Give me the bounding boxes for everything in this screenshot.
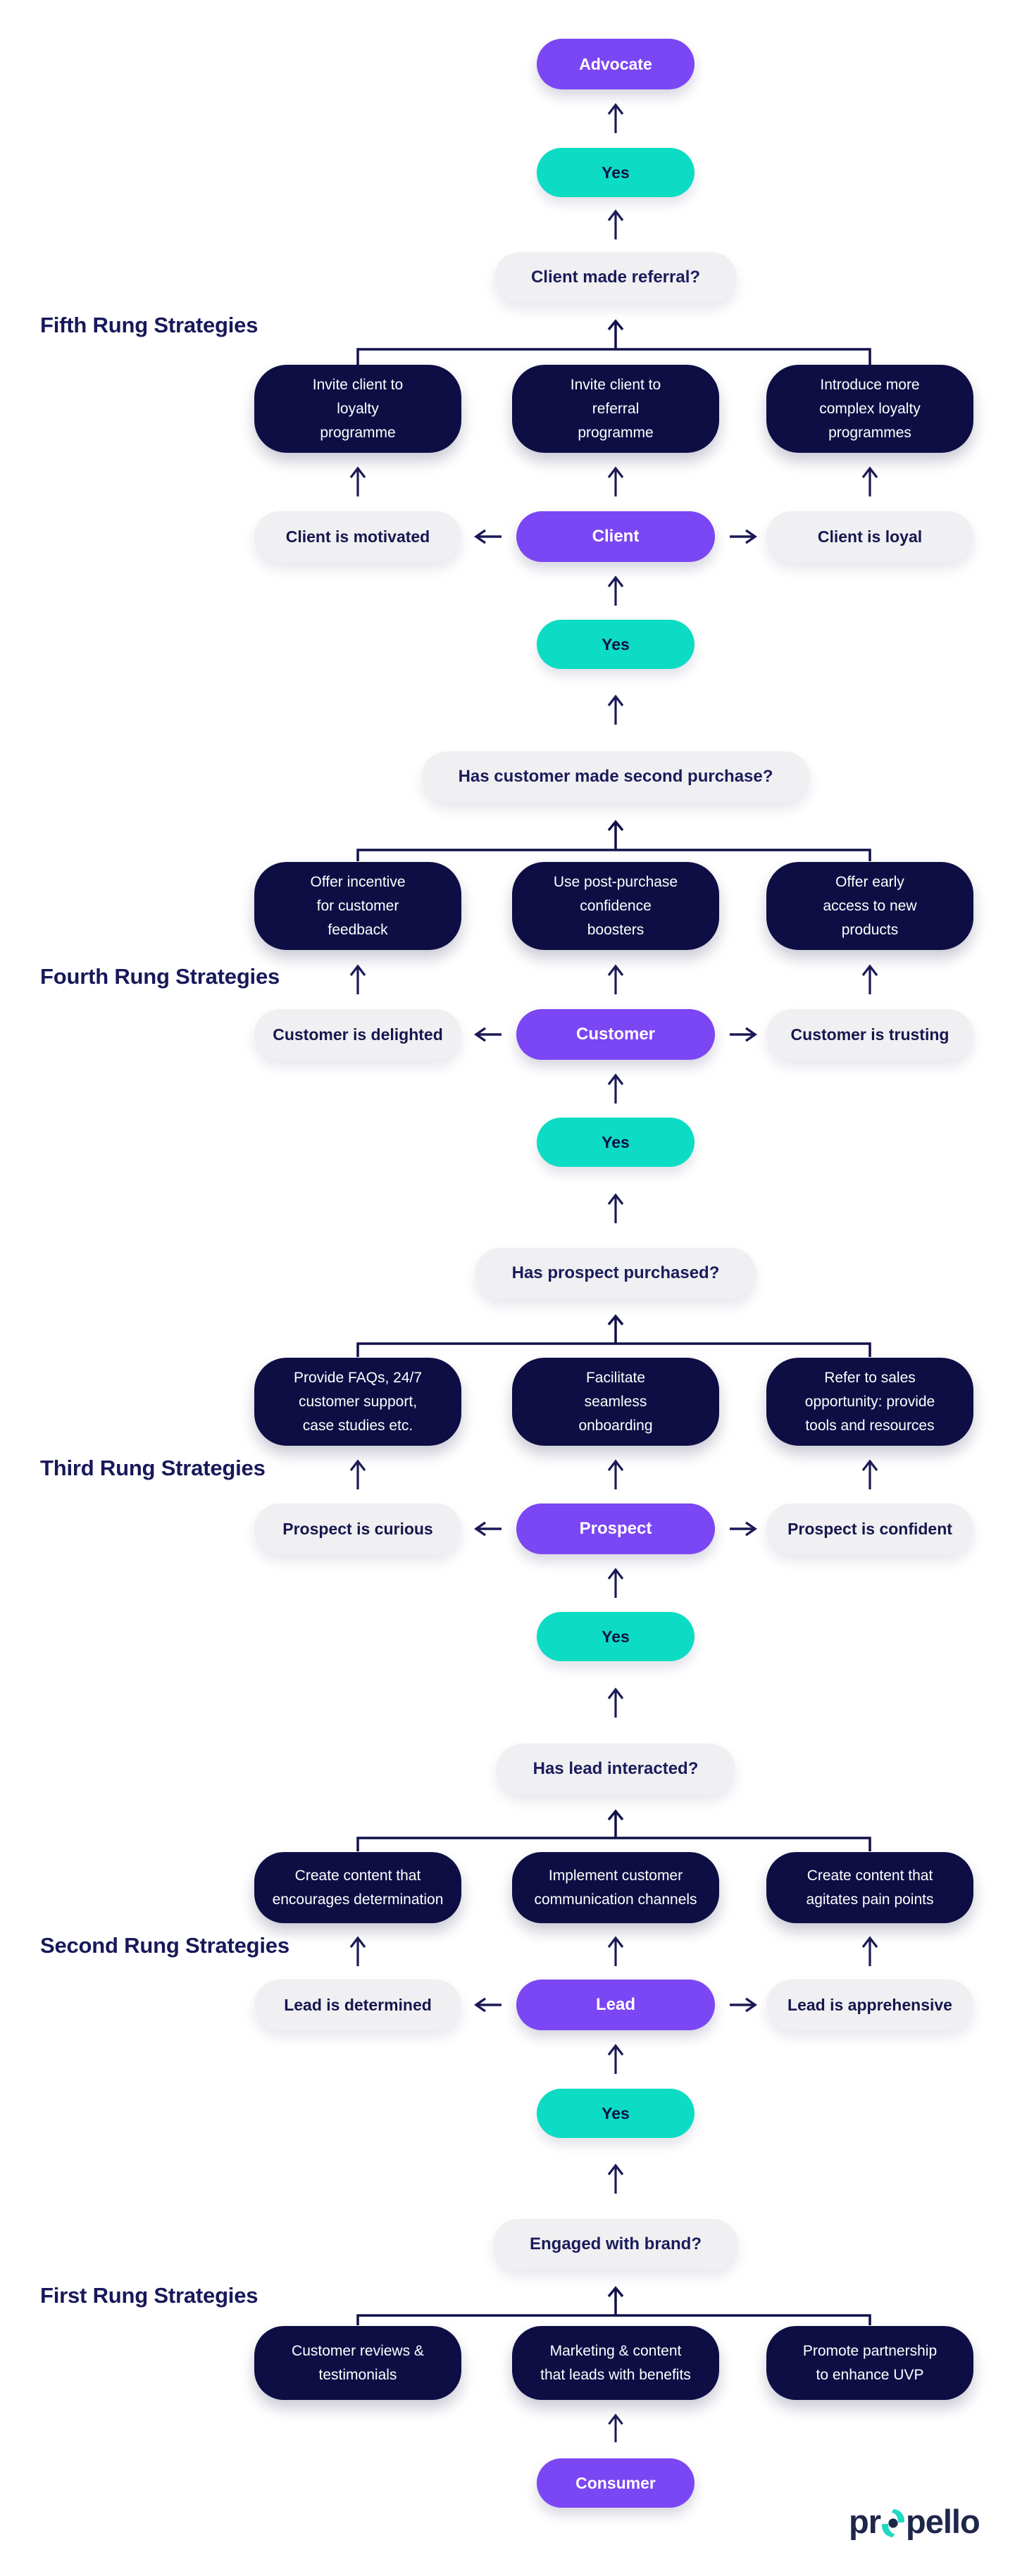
arrow-up [607, 1193, 624, 1223]
trait-pill: Lead is determined [254, 1980, 461, 2030]
arrow-left-icon [474, 1521, 502, 1537]
stage-pill-advocate: Advocate [537, 39, 695, 89]
arrow-up [607, 694, 624, 725]
stage-pill-customer: Customer [516, 1009, 715, 1060]
arrow-left-icon [474, 1027, 502, 1042]
strategy-box: Create content that agitates pain points [766, 1852, 973, 1923]
arrow-up [608, 2413, 623, 2443]
arrow-up [607, 1568, 624, 1598]
question-pill: Has prospect purchased? [475, 1248, 756, 1299]
trait-pill: Client is loyal [766, 511, 973, 562]
strategy-box: Create content that encourages determina… [254, 1852, 461, 1923]
rung-heading: Fifth Rung Strategies [40, 313, 259, 337]
strategy-box: Invite client to referral programme [512, 365, 719, 453]
arrow-up [349, 964, 366, 994]
trait-pill: Prospect is curious [254, 1503, 461, 1554]
logo-text-post: pello [906, 2503, 980, 2540]
rung-heading: Third Rung Strategies [40, 1456, 266, 1480]
stage-pill-client: Client [516, 511, 715, 562]
trait-pill: Prospect is confident [766, 1503, 973, 1554]
stage-pill-lead: Lead [516, 1980, 715, 2030]
stage-pill-prospect: Prospect [516, 1503, 715, 1554]
arrow-right-icon [730, 1521, 757, 1537]
strategy-box: Customer reviews & testimonials [254, 2326, 461, 2400]
arrow-up [607, 1073, 624, 1103]
rung-heading: Second Rung Strategies [40, 1933, 289, 1958]
arrow-right-icon [730, 529, 757, 544]
strategy-box: Facilitate seamless onboarding [512, 1358, 719, 1446]
branch-connector [356, 820, 871, 861]
arrow-up [861, 964, 878, 994]
arrow-left-icon [474, 529, 502, 544]
strategy-box: Marketing & content that leads with bene… [512, 2326, 719, 2400]
strategy-box: Provide FAQs, 24/7 customer support, cas… [254, 1358, 461, 1446]
arrow-up [607, 103, 624, 133]
branch-connector [356, 1314, 871, 1357]
strategy-box: Refer to sales opportunity: provide tool… [766, 1358, 973, 1446]
yes-pill: Yes [537, 1612, 695, 1661]
arrow-up [607, 2163, 624, 2194]
rung-heading: Fourth Rung Strategies [40, 964, 280, 989]
arrow-up [607, 466, 624, 496]
arrow-up [607, 575, 624, 606]
arrow-up [861, 1459, 878, 1489]
strategy-box: Offer incentive for customer feedback [254, 862, 461, 950]
strategy-box: Implement customer communication channel… [512, 1852, 719, 1923]
trait-pill: Lead is apprehensive [766, 1980, 973, 2030]
arrow-up [607, 2044, 624, 2074]
arrow-up [607, 1459, 624, 1489]
arrow-up [607, 209, 624, 239]
arrow-up [861, 466, 878, 496]
yes-pill: Yes [537, 1118, 695, 1167]
branch-connector [356, 1809, 871, 1851]
propeller-icon [882, 2508, 904, 2537]
yes-pill: Yes [537, 2089, 695, 2138]
arrow-right-icon [730, 1997, 757, 2013]
propello-logo: pr pello [849, 2502, 980, 2541]
arrow-up [349, 1459, 366, 1489]
arrow-left-icon [474, 1997, 502, 2013]
arrow-up [349, 466, 366, 496]
stage-pill-consumer: Consumer [537, 2458, 695, 2508]
yes-pill: Yes [537, 148, 695, 197]
rung-heading: First Rung Strategies [40, 2283, 259, 2308]
strategy-box: Introduce more complex loyalty programme… [766, 365, 973, 453]
arrow-up [607, 1936, 624, 1966]
yes-pill: Yes [537, 620, 695, 669]
trait-pill: Customer is trusting [766, 1009, 973, 1060]
branch-connector [356, 319, 871, 365]
arrow-up [861, 1936, 878, 1966]
logo-text-pre: pr [849, 2503, 881, 2540]
arrow-up [607, 964, 624, 994]
branch-connector [356, 2286, 871, 2325]
strategy-box: Offer early access to new products [766, 862, 973, 950]
strategy-box: Use post-purchase confidence boosters [512, 862, 719, 950]
question-pill: Engaged with brand? [493, 2219, 738, 2270]
arrow-right-icon [730, 1027, 757, 1042]
question-pill: Client made referral? [494, 252, 737, 303]
arrow-up [349, 1936, 366, 1966]
question-pill: Has lead interacted? [496, 1744, 735, 1794]
strategy-box: Invite client to loyalty programme [254, 365, 461, 453]
trait-pill: Client is motivated [254, 511, 461, 562]
question-pill: Has customer made second purchase? [421, 751, 810, 802]
trait-pill: Customer is delighted [254, 1009, 461, 1060]
strategy-box: Promote partnership to enhance UVP [766, 2326, 973, 2400]
arrow-up [607, 1687, 624, 1718]
